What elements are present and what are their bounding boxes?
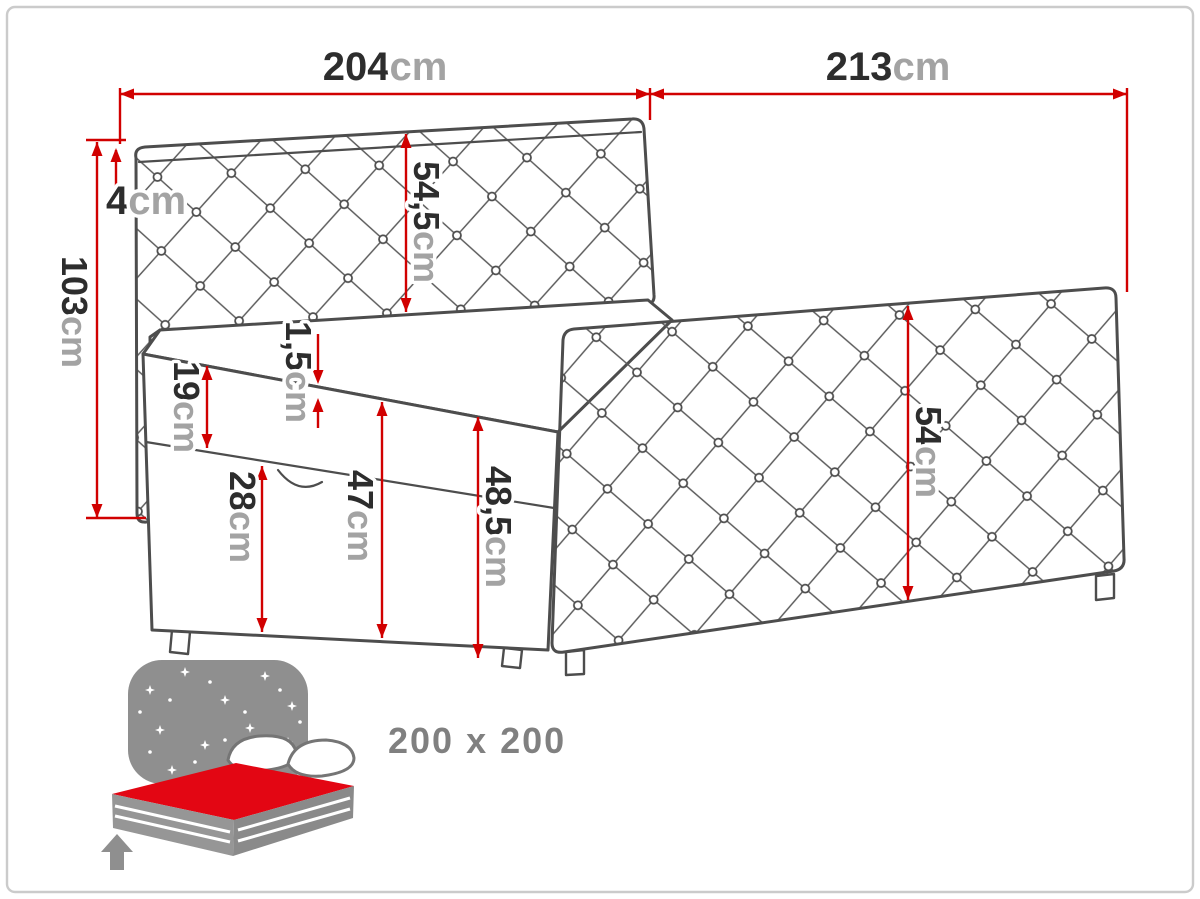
icon-mattress-open	[112, 763, 354, 820]
dim-value: 47	[340, 470, 381, 510]
dim-headboard-height-label: 103cm	[54, 256, 95, 368]
dim-value: 19	[166, 361, 207, 401]
storage-handle	[276, 468, 324, 488]
base-front-face	[141, 352, 560, 652]
dim-footboard-54: 54cm	[902, 306, 953, 600]
dim-headboard-thickness-4: 4cm	[103, 148, 190, 227]
headboard-top-edge-line	[137, 130, 643, 164]
footboard-quilting	[552, 287, 1125, 653]
dim-unit: cm	[406, 231, 447, 283]
dim-headboard-panel-54-5: 54,5cm	[400, 134, 451, 312]
dim-headboard-height-103: 103cm	[51, 138, 146, 520]
dim-storage-label: 28cm	[222, 471, 263, 563]
dim-unit: cm	[278, 371, 319, 423]
dim-unit: cm	[166, 401, 207, 453]
bed-drawing	[134, 117, 1126, 677]
dim-unit: cm	[54, 316, 95, 368]
dim-unit: cm	[908, 446, 949, 498]
dim-unit: cm	[222, 511, 263, 563]
size-badge: 200 x 200	[388, 720, 566, 761]
dim-topper-label: 1,5cm	[278, 321, 319, 423]
dim-value: 28	[222, 471, 263, 511]
dim-value: 4	[106, 179, 129, 223]
dim-unit: cm	[389, 45, 447, 89]
dim-value: 1,5	[278, 321, 319, 371]
box-seam-line	[144, 440, 556, 510]
dim-unit: cm	[892, 45, 950, 89]
dim-value: 54	[908, 406, 949, 446]
bed-leg	[564, 648, 586, 677]
dim-footboard-label: 54cm	[908, 406, 949, 498]
dim-mattress-19: 19cm	[163, 357, 213, 457]
bed-leg	[1094, 572, 1116, 602]
dim-thickness-label: 4cm	[106, 179, 186, 223]
dim-side-label: 48,5cm	[478, 466, 519, 588]
bed-leg	[168, 628, 192, 656]
dimension-annotations: 204cm 213cm 4cm 103cm	[51, 42, 1129, 658]
dim-length-213: 213cm	[650, 42, 1129, 292]
dim-unit: cm	[478, 536, 519, 588]
footboard-outline	[550, 286, 1126, 654]
dim-value: 204	[323, 45, 390, 89]
dim-width-204: 204cm	[118, 42, 652, 144]
image-border	[5, 5, 1195, 894]
bed-leg	[500, 646, 524, 670]
dim-side-48-5: 48,5cm	[472, 417, 523, 658]
dim-base-front-47: 47cm	[337, 402, 388, 638]
icon-lift-arrow	[101, 834, 133, 870]
icon-stars	[138, 667, 302, 775]
dim-unit: cm	[128, 179, 186, 223]
dim-base-front-label: 47cm	[340, 470, 381, 562]
dim-value: 48,5	[478, 466, 519, 536]
dim-width-label: 204cm	[323, 45, 448, 89]
storage-bed-icon: 200 x 200	[101, 660, 566, 870]
dim-headboard-panel-label: 54,5cm	[406, 161, 447, 283]
headboard-quilting	[135, 118, 655, 523]
dim-length-label: 213cm	[826, 45, 951, 89]
dim-value: 213	[826, 45, 893, 89]
icon-base	[112, 786, 354, 856]
storage-base	[141, 352, 560, 652]
dim-topper-1-5: 1,5cm	[275, 317, 324, 428]
dim-storage-28: 28cm	[219, 466, 268, 632]
footboard-panel	[550, 286, 1126, 654]
dim-value: 103	[54, 256, 95, 316]
dim-value: 54,5	[406, 161, 447, 231]
dim-mattress-label: 19cm	[166, 361, 207, 453]
dim-unit: cm	[340, 510, 381, 562]
